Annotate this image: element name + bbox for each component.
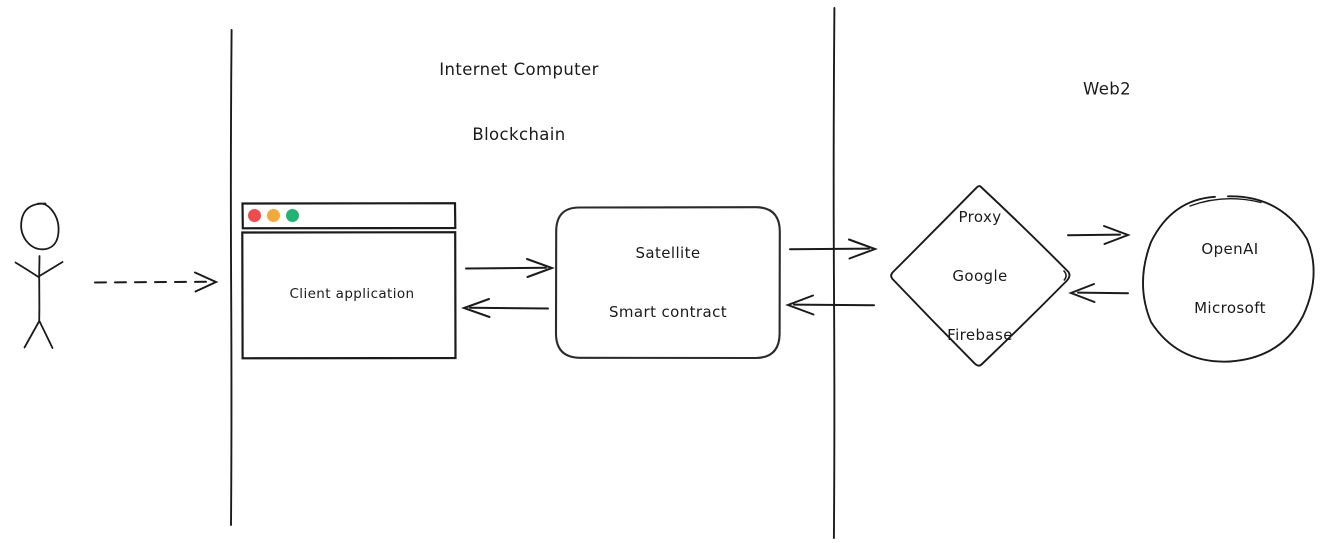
stick-figure-leg-left (23, 320, 40, 349)
maximize-dot[interactable] (286, 209, 299, 222)
ai-providers-node[interactable] (1142, 195, 1315, 363)
zone-divider-web2 (832, 7, 836, 539)
satellite-smart-contract-node[interactable] (554, 206, 781, 360)
proxy-node[interactable] (890, 185, 1071, 367)
connector-proxy-to-satellite (785, 294, 875, 316)
client-application-window[interactable] (241, 202, 457, 360)
connector-proxy-to-ai (1067, 225, 1131, 245)
stick-figure-arm-left (14, 261, 40, 278)
stick-figure-arm-right (38, 261, 64, 277)
connector-ai-to-proxy (1068, 283, 1129, 303)
minimize-dot[interactable] (267, 209, 280, 222)
window-body (241, 231, 457, 360)
close-dot[interactable] (248, 209, 261, 222)
zone-divider-internet-computer (229, 29, 233, 526)
connector-satellite-to-client (461, 298, 549, 318)
stick-figure-leg-right (38, 320, 54, 349)
stick-figure-head (20, 202, 60, 251)
connector-client-to-satellite (465, 258, 555, 278)
connector-satellite-to-proxy (789, 238, 878, 260)
connector-user-to-client (94, 271, 219, 293)
user-stick-figure (14, 202, 64, 349)
